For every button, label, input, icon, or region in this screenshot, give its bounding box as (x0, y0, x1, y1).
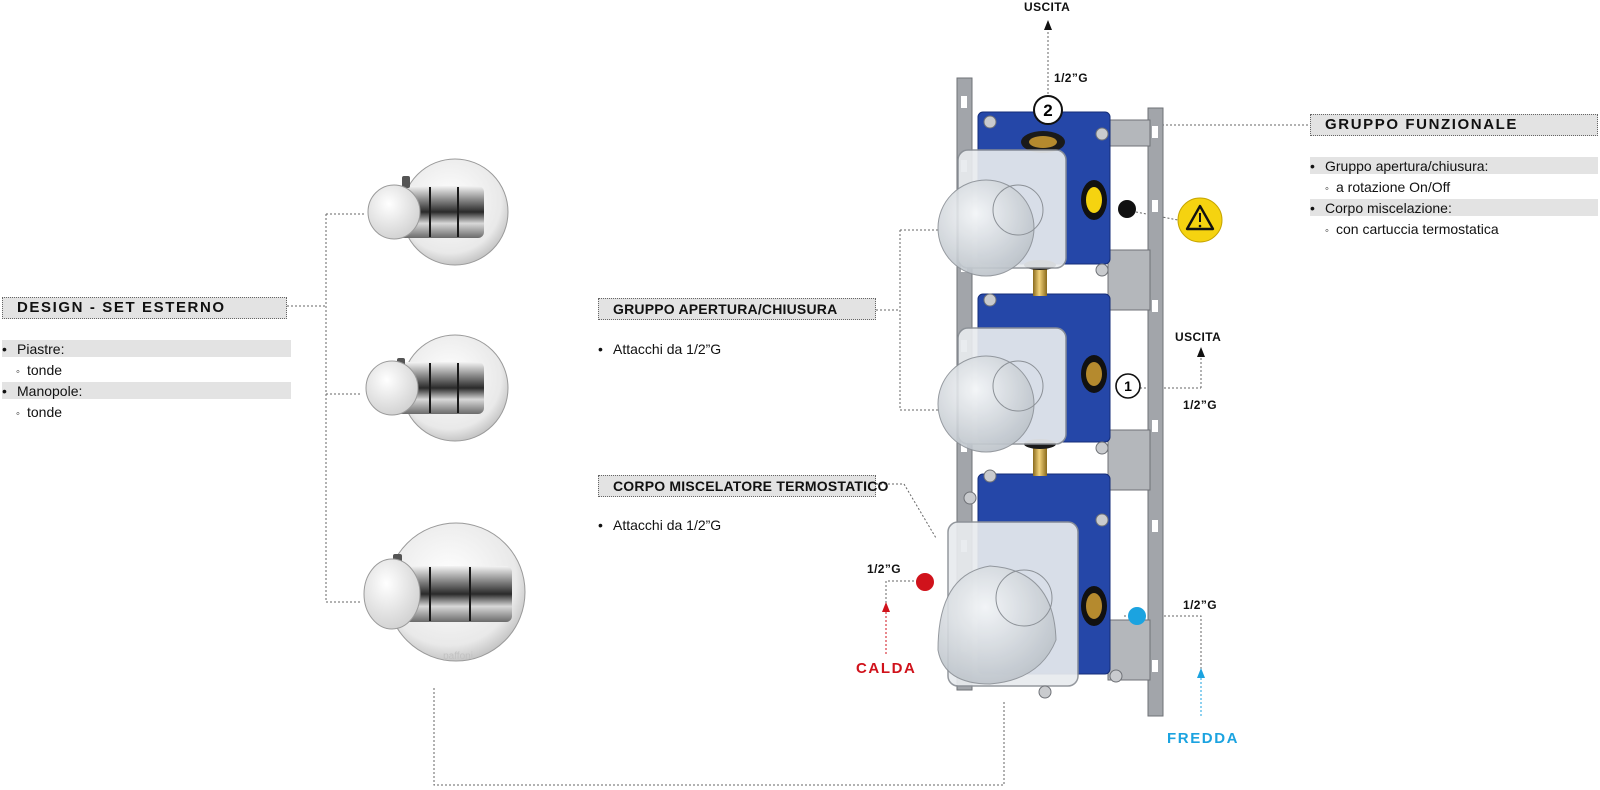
fredda-label: FREDDA (1167, 730, 1240, 747)
uscita-right-arrow (1197, 347, 1205, 357)
design-item-plates-label: Piastre: (17, 341, 65, 357)
funzionale-item-opening-sub-text: a rotazione On/Off (1336, 179, 1451, 195)
design-item-plates-sub-text: tonde (27, 362, 63, 378)
outlet-2-number: 2 (1043, 101, 1052, 120)
funzionale-item-opening-sub: ◦a rotazione On/Off (1325, 179, 1451, 195)
warning-sticker-icon (1177, 197, 1223, 243)
plate-brand-logo: paffoni (443, 651, 473, 662)
design-item-plates-sub: ◦tonde (16, 362, 63, 378)
funzionale-item-mixing: •Corpo miscelazione: (1310, 199, 1598, 216)
calda-label: CALDA (856, 660, 917, 677)
flow-arrows (882, 20, 1205, 718)
design-item-knobs-label: Manopole: (17, 383, 83, 399)
apertura-item-connections-text: Attacchi da 1/2”G (613, 341, 722, 357)
installation-box (937, 77, 1164, 717)
size-fredda-label: 1/2”G (1183, 598, 1218, 612)
design-connector-lines (287, 213, 1005, 786)
corpo-item-connections: •Attacchi da 1/2”G (598, 517, 722, 533)
warning-port-dot (1118, 200, 1136, 218)
funzionale-item-mixing-sub-text: con cartuccia termostatica (1336, 221, 1499, 237)
funzionale-item-opening-label: Gruppo apertura/chiusura: (1325, 158, 1489, 174)
outlet-1-number: 1 (1124, 378, 1132, 394)
uscita-top-label: USCITA (1024, 0, 1071, 14)
fredda-port-dot (1128, 607, 1146, 625)
handle-bottom: paffoni (363, 522, 526, 662)
funzionale-item-mixing-sub: ◦con cartuccia termostatica (1325, 221, 1499, 237)
calda-port-dot (916, 573, 934, 591)
fredda-arrow (1197, 668, 1205, 678)
design-item-plates: •Piastre: (2, 340, 291, 357)
apertura-section-title: GRUPPO APERTURA/CHIUSURA (598, 298, 876, 320)
design-item-knobs-sub: ◦tonde (16, 404, 63, 420)
size-outlet1-label: 1/2”G (1183, 398, 1218, 412)
uscita-top-arrow (1044, 20, 1052, 30)
funzionale-item-mixing-label: Corpo miscelazione: (1325, 200, 1452, 216)
calda-arrow (882, 602, 890, 612)
outlet-2-marker: 2 (1033, 95, 1063, 125)
corpo-section-title: CORPO MISCELATORE TERMOSTATICO (598, 475, 888, 497)
design-item-knobs-sub-text: tonde (27, 404, 63, 420)
uscita-right-label: USCITA (1175, 330, 1222, 344)
funzionale-item-opening: •Gruppo apertura/chiusura: (1310, 157, 1598, 174)
size-top-label: 1/2”G (1054, 71, 1089, 85)
handle-top (367, 158, 509, 266)
size-calda-label: 1/2”G (867, 562, 902, 576)
handle-middle (365, 334, 509, 442)
design-item-knobs: •Manopole: (2, 382, 291, 399)
corpo-item-connections-text: Attacchi da 1/2”G (613, 517, 722, 533)
outlet-1-marker: 1 (1115, 373, 1141, 399)
design-section-title: DESIGN - SET ESTERNO (2, 297, 287, 319)
funzionale-section-title: GRUPPO FUNZIONALE (1310, 114, 1598, 136)
apertura-item-connections: •Attacchi da 1/2”G (598, 341, 722, 357)
